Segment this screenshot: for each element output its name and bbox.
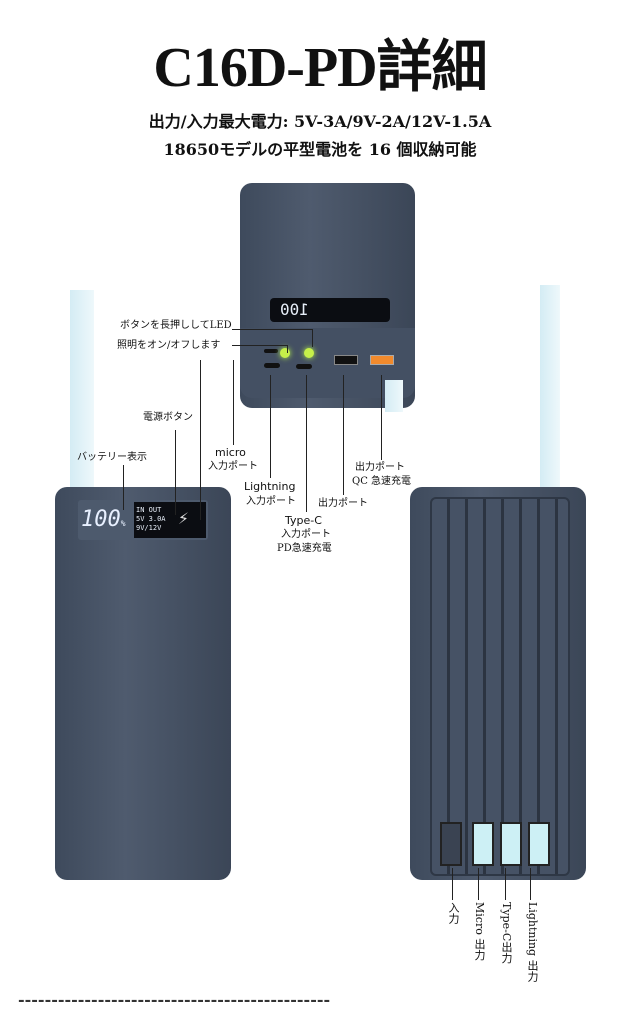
typec-port: [296, 364, 312, 369]
micro-label-2: 入力ポート: [208, 461, 258, 472]
micro-port: [264, 349, 278, 353]
usb-output-port: [334, 355, 358, 365]
typec-label-3: PD急速充電: [277, 543, 332, 554]
typec-connector: [500, 822, 522, 866]
qc-port-label-2: QC 急速充電: [352, 476, 412, 487]
display-mode: IN OUT: [136, 506, 162, 514]
input-connector: [440, 822, 462, 866]
percent-sign: %: [120, 519, 126, 528]
lightning-connector: [528, 822, 550, 866]
cable-tip: [385, 380, 403, 412]
lightning-label-2: 入力ポート: [246, 496, 296, 507]
cable-label-lightning: Lightning 出力: [526, 902, 539, 982]
divider: ----------------------------------------…: [18, 990, 331, 1009]
micro-connector: [472, 822, 494, 866]
battery-percent: 100%: [81, 507, 126, 537]
typec-label: Type-C: [285, 514, 322, 527]
percent-value: 100: [81, 507, 121, 532]
battery-display-label: バッテリー表示: [77, 452, 147, 463]
page-title: C16D-PD詳細: [153, 37, 487, 99]
led-light: [280, 348, 290, 358]
powerbank-top-view: 100: [240, 183, 415, 408]
cable-label-micro: Micro 出力: [473, 902, 486, 961]
typec-label-2: 入力ポート: [281, 529, 331, 540]
spec-line: 出力/入力最大電力: 5V-3A/9V-2A/12V-1.5A: [148, 112, 492, 131]
power-button-label: 電源ボタン: [143, 412, 193, 423]
led-label-2: 照明をオン/オフします: [117, 340, 221, 351]
cable-label-input: 入力: [447, 902, 460, 924]
power-button-light: [304, 348, 314, 358]
cable-label-typec: Type-C出力: [500, 902, 513, 964]
qc-port-label: 出力ポート: [355, 462, 405, 473]
qc-output-port: [370, 355, 394, 365]
micro-label: micro: [215, 446, 246, 459]
led-label-1: ボタンを長押ししてLED: [120, 320, 232, 331]
powerbank-back-view: [410, 487, 586, 880]
lightning-label: Lightning: [244, 480, 296, 493]
lightning-bolt-icon: ⚡: [178, 508, 189, 529]
capacity-line: 18650モデルの平型電池を 16 個収納可能: [163, 140, 477, 159]
lightning-port: [264, 363, 280, 368]
display-v1: 5V 3.0A: [136, 515, 166, 523]
right-cable-strip: [540, 285, 560, 490]
top-readout: 100: [280, 300, 309, 319]
output-port-label: 出力ポート: [318, 498, 368, 509]
display-v2: 9V/12V: [136, 524, 162, 532]
left-cable-strip: [70, 290, 94, 490]
top-display: 100: [270, 298, 390, 322]
cable-slots: [430, 497, 570, 876]
